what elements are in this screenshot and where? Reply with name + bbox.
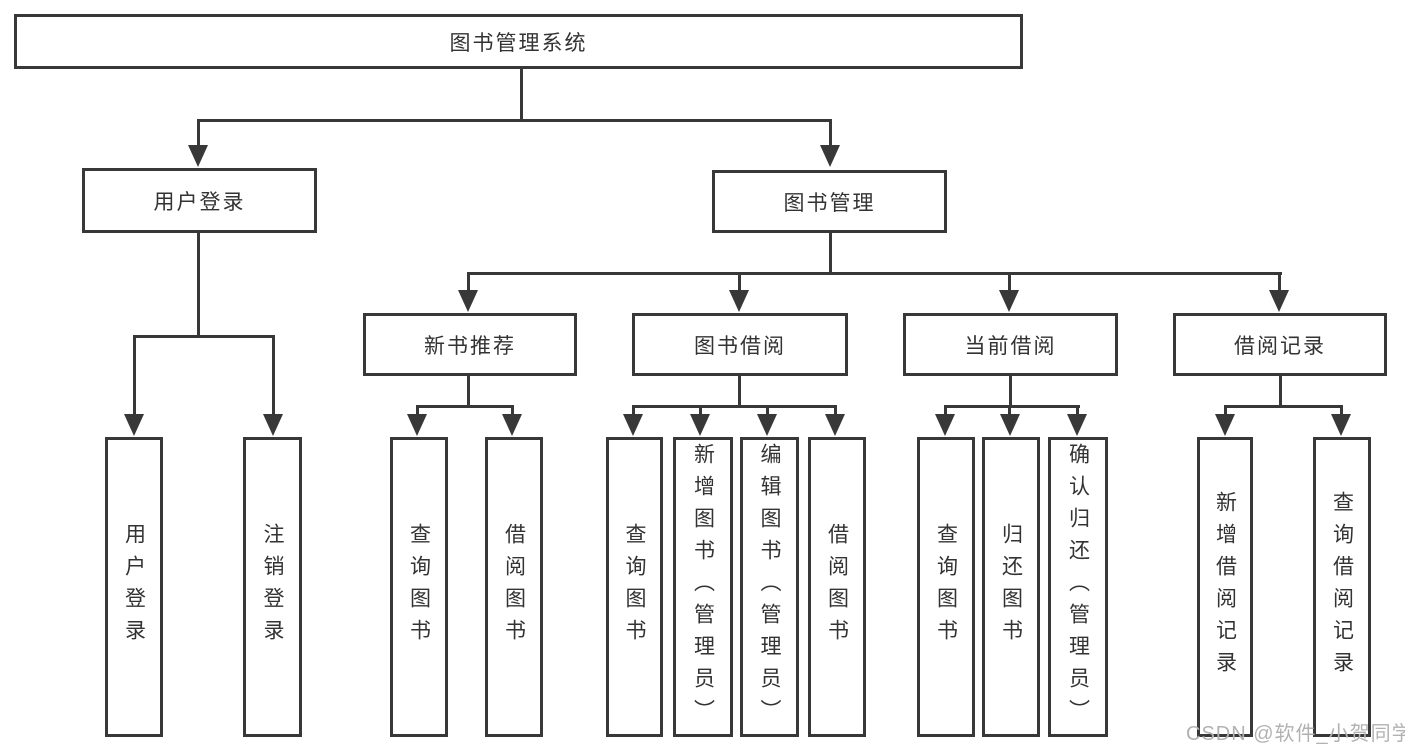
connector-line xyxy=(467,272,470,296)
leaf-confirm-return-admin: 确认归还（管理员） xyxy=(1048,437,1108,737)
connector-line xyxy=(1279,376,1282,408)
connector-line xyxy=(1076,405,1079,419)
connector-line xyxy=(944,405,947,419)
connector-line xyxy=(829,119,832,149)
connector-line xyxy=(133,335,136,417)
connector-line xyxy=(272,335,275,417)
arrow-down-icon xyxy=(1215,414,1235,436)
node-book-management-label: 图书管理 xyxy=(783,191,876,215)
leaf-recommend-borrow-books-label: 借阅图书 xyxy=(502,523,526,651)
arrow-down-icon xyxy=(825,414,845,436)
arrow-down-icon xyxy=(1000,414,1020,436)
node-user-login-label: 用户登录 xyxy=(153,190,246,214)
leaf-add-books-admin-label: 新增图书（管理员） xyxy=(691,443,715,731)
connector-line xyxy=(699,405,702,419)
arrow-down-icon xyxy=(458,290,478,312)
node-borrow-records-label: 借阅记录 xyxy=(1234,334,1326,358)
arrow-down-icon xyxy=(729,290,749,312)
leaf-logout-label: 注销登录 xyxy=(261,523,284,651)
leaf-current-query-books: 查询图书 xyxy=(917,437,975,737)
node-current-borrow-label: 当前借阅 xyxy=(964,334,1057,358)
arrow-down-icon xyxy=(690,414,710,436)
leaf-query-borrow-record: 查询借阅记录 xyxy=(1313,437,1371,737)
arrow-down-icon xyxy=(623,414,643,436)
connector-line xyxy=(829,233,832,275)
arrow-down-icon xyxy=(407,414,427,436)
leaf-add-borrow-record-label: 新增借阅记录 xyxy=(1213,491,1237,683)
connector-line xyxy=(1340,405,1343,419)
connector-line xyxy=(738,376,741,408)
connector-line xyxy=(467,376,470,408)
leaf-recommend-borrow-books: 借阅图书 xyxy=(485,437,543,737)
connector-line xyxy=(1008,405,1011,419)
arrow-down-icon xyxy=(1269,290,1289,312)
arrow-down-icon xyxy=(1067,414,1087,436)
leaf-add-borrow-record: 新增借阅记录 xyxy=(1197,437,1253,737)
node-book-borrow-label: 图书借阅 xyxy=(694,334,786,358)
connector-line xyxy=(416,405,419,419)
leaf-borrow-query-books-label: 查询图书 xyxy=(623,523,646,651)
connector-line xyxy=(467,272,1282,275)
node-book-management: 图书管理 xyxy=(712,170,947,233)
leaf-recommend-query-books-label: 查询图书 xyxy=(407,523,431,651)
node-borrow-records: 借阅记录 xyxy=(1173,313,1387,376)
leaf-user-login: 用户登录 xyxy=(105,437,163,737)
connector-line xyxy=(632,405,837,408)
connector-line xyxy=(1224,405,1343,408)
connector-line xyxy=(511,405,514,419)
leaf-borrow-borrow-books: 借阅图书 xyxy=(808,437,866,737)
connector-line xyxy=(1009,376,1012,408)
connector-line xyxy=(197,233,200,338)
node-book-borrow: 图书借阅 xyxy=(632,313,848,376)
node-root-label: 图书管理系统 xyxy=(449,31,588,55)
node-current-borrow: 当前借阅 xyxy=(903,313,1118,376)
arrow-down-icon xyxy=(999,290,1019,312)
arrow-down-icon xyxy=(124,414,144,436)
connector-line xyxy=(1008,272,1011,296)
node-user-login: 用户登录 xyxy=(82,168,317,233)
connector-line xyxy=(1224,405,1227,419)
connector-line xyxy=(834,405,837,419)
leaf-logout: 注销登录 xyxy=(243,437,302,737)
arrow-down-icon xyxy=(935,414,955,436)
arrow-down-icon xyxy=(188,145,208,167)
arrow-down-icon xyxy=(820,145,840,167)
leaf-current-query-books-label: 查询图书 xyxy=(934,523,958,651)
connector-line xyxy=(632,405,635,419)
node-new-book-recommend-label: 新书推荐 xyxy=(424,334,516,358)
connector-line xyxy=(738,272,741,296)
watermark: CSDN @软件_小贺同学 xyxy=(1186,723,1405,745)
connector-line xyxy=(520,69,523,122)
leaf-edit-books-admin: 编辑图书（管理员） xyxy=(740,437,799,737)
connector-line xyxy=(133,335,275,338)
leaf-borrow-borrow-books-label: 借阅图书 xyxy=(825,523,849,651)
leaf-user-login-label: 用户登录 xyxy=(122,523,146,651)
arrow-down-icon xyxy=(757,414,777,436)
connector-line xyxy=(197,119,200,149)
connector-line xyxy=(944,405,1080,408)
leaf-confirm-return-admin-label: 确认归还（管理员） xyxy=(1066,443,1090,731)
leaf-borrow-query-books: 查询图书 xyxy=(606,437,663,737)
arrow-down-icon xyxy=(1331,414,1351,436)
leaf-edit-books-admin-label: 编辑图书（管理员） xyxy=(758,443,781,731)
connector-line xyxy=(1278,272,1281,296)
connector-line xyxy=(197,119,832,122)
connector-line xyxy=(416,405,514,408)
leaf-return-books: 归还图书 xyxy=(982,437,1040,737)
leaf-query-borrow-record-label: 查询借阅记录 xyxy=(1330,491,1354,683)
arrow-down-icon xyxy=(263,414,283,436)
leaf-add-books-admin: 新增图书（管理员） xyxy=(673,437,733,737)
node-new-book-recommend: 新书推荐 xyxy=(363,313,577,376)
leaf-return-books-label: 归还图书 xyxy=(999,523,1023,651)
connector-line xyxy=(766,405,769,419)
leaf-recommend-query-books: 查询图书 xyxy=(390,437,448,737)
arrow-down-icon xyxy=(502,414,522,436)
node-root: 图书管理系统 xyxy=(14,14,1023,69)
